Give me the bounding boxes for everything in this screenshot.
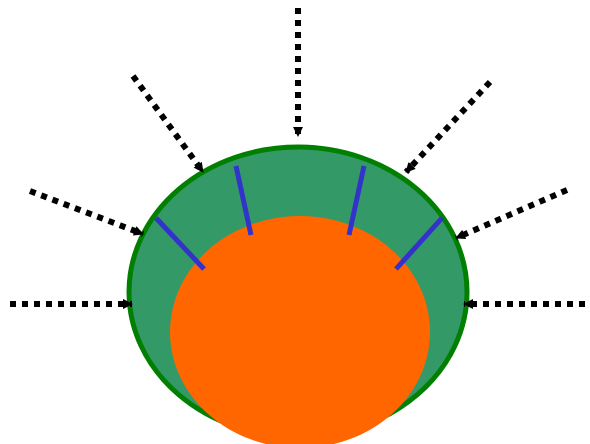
core-ellipse (170, 216, 430, 444)
